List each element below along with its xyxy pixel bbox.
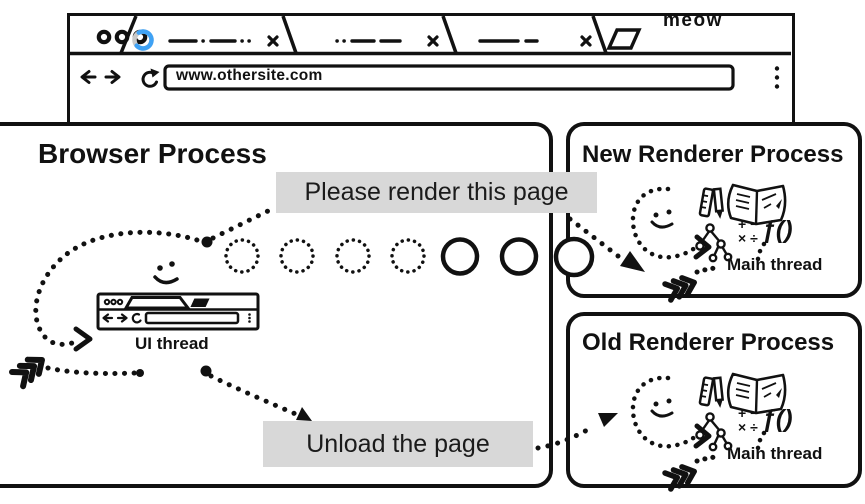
new-renderer-title: New Renderer Process — [582, 141, 844, 168]
browser-window-illustration — [67, 13, 795, 122]
unload-label: Unload the page — [263, 421, 533, 467]
close-icon[interactable] — [267, 35, 279, 47]
url-text: www.othersite.com — [176, 67, 323, 84]
spinner-icon — [132, 29, 154, 51]
browser-window-art — [70, 16, 791, 91]
forward-icon[interactable] — [104, 70, 121, 84]
reload-icon[interactable] — [141, 68, 160, 88]
tab-1[interactable] — [119, 16, 298, 54]
new-tab-icon[interactable] — [606, 28, 642, 50]
menu-dots-icon[interactable] — [774, 66, 780, 89]
close-icon[interactable] — [427, 35, 439, 47]
ui-thread-label: UI thread — [135, 334, 209, 353]
main-thread-label-old: Main thread — [727, 444, 823, 463]
brand-text: meow — [663, 10, 723, 31]
main-thread-label-new: Main thread — [727, 255, 823, 274]
close-icon[interactable] — [580, 35, 592, 47]
please-render-label: Please render this page — [276, 172, 597, 213]
old-renderer-title: Old Renderer Process — [582, 329, 835, 356]
back-icon[interactable] — [80, 70, 97, 84]
browser-process-title: Browser Process — [38, 138, 267, 169]
url-field[interactable] — [163, 64, 735, 91]
tab-3[interactable] — [478, 16, 608, 54]
tab-2[interactable] — [335, 16, 458, 54]
